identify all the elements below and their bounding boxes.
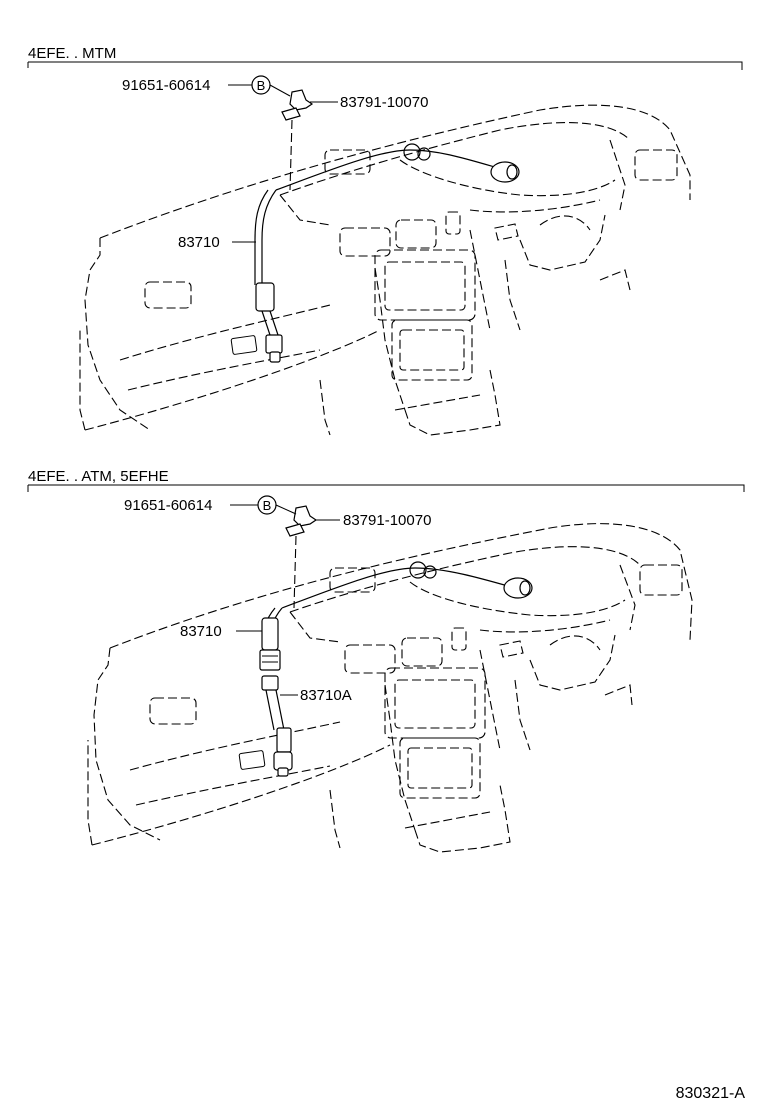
section-bracket-line [27, 61, 743, 70]
cable-sleeve [261, 617, 279, 651]
callouts-section2: 91651-60614 B 83791-10070 83710 83710A [124, 495, 431, 704]
diagram-code: 830321-A [676, 1085, 746, 1102]
bracket-part-number: 83791-10070 [343, 512, 431, 529]
callouts-section1: 91651-60614 B 83791-10070 83710 [122, 75, 428, 251]
clamp-bracket [285, 505, 318, 609]
dashboard-outline [87, 523, 693, 853]
dash-panels [149, 564, 683, 799]
clamp-bracket [281, 89, 314, 191]
clamp-marker: B [263, 498, 272, 513]
cable-sub-part-number: 83710A [300, 687, 352, 704]
section-title: 4EFE. . ATM, 5EFHE [28, 468, 169, 485]
cable-sleeve [255, 282, 275, 312]
section-title: 4EFE. . MTM [28, 45, 116, 62]
clamp-marker: B [257, 78, 266, 93]
cable-83710 [259, 561, 533, 777]
joint-connector-lower [261, 675, 279, 691]
bracket-part-number: 83791-10070 [340, 94, 428, 111]
clamp-part-number: 91651-60614 [124, 497, 212, 514]
cable-part-number: 83710 [180, 623, 222, 640]
clamp-part-number: 91651-60614 [122, 77, 210, 94]
cable-part-number: 83710 [178, 234, 220, 251]
sensor-connector [265, 334, 283, 354]
dashboard-outline [79, 104, 691, 436]
section-mtm: 4EFE. . MTM [27, 45, 743, 436]
section-atm: 4EFE. . ATM, 5EFHE [27, 468, 745, 853]
cable-83710 [254, 143, 520, 363]
section-bracket-line [27, 484, 745, 492]
sensor-connector [273, 751, 293, 771]
joint-connector [259, 649, 281, 671]
dash-panels [144, 149, 678, 381]
